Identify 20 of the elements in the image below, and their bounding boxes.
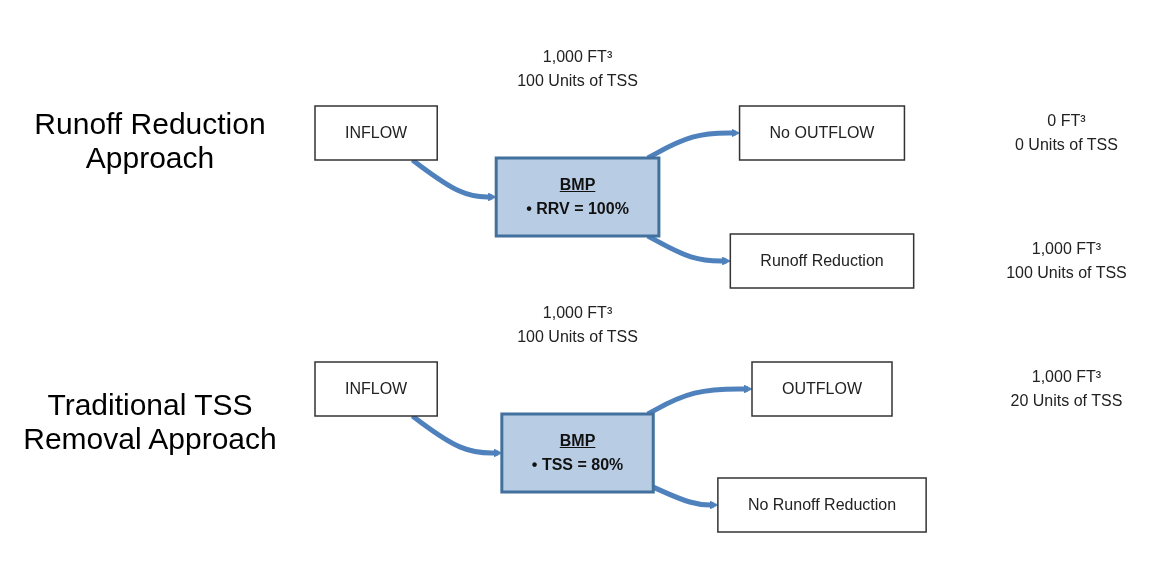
node-box: Runoff Reduction [729, 233, 915, 289]
node-label: 1,000 FT³ [1031, 368, 1102, 385]
node-box: BMP • TSS = 80% [500, 412, 655, 494]
section-heading: Runoff Reduction Approach [33, 106, 267, 175]
node-label: 1,000 FT³ [542, 48, 613, 65]
node-box: INFLOW [314, 361, 439, 417]
node-box: INFLOW [314, 105, 439, 161]
section-heading: Traditional TSS Removal Approach [22, 387, 278, 456]
node-label: 100 Units of TSS [517, 328, 638, 345]
node-label: 100 Units of TSS [1006, 264, 1127, 281]
node-label: 0 Units of TSS [1015, 136, 1118, 153]
node-box: BMP • RRV = 100% [494, 156, 661, 238]
node-label: 100 Units of TSS [517, 72, 638, 89]
node-label: 0 FT³ [1047, 112, 1086, 129]
node-box: No Runoff Reduction [717, 477, 927, 533]
node-label: 1,000 FT³ [542, 304, 613, 321]
node-label: 1,000 FT³ [1031, 240, 1102, 257]
node-box: OUTFLOW [751, 361, 893, 417]
node-box: No OUTFLOW [738, 105, 906, 161]
node-label: 20 Units of TSS [1010, 392, 1123, 409]
